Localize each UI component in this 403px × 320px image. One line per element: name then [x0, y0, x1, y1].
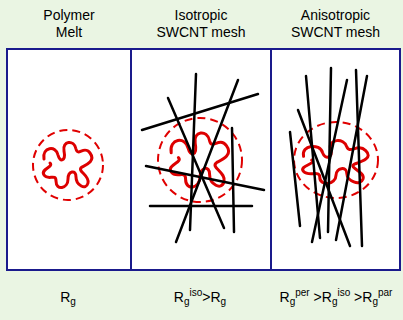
panel: Polymer Melt [7, 0, 131, 270]
radius-label: Rgiso>Rg [174, 288, 226, 306]
radius-label: Rg [60, 288, 76, 306]
panel-heading: Isotropic SWCNT mesh [153, 7, 249, 41]
gyration-circle [33, 130, 103, 200]
gyration-circle [158, 118, 242, 202]
frame [7, 49, 400, 270]
divider [270, 49, 272, 270]
nanotube-mesh [290, 68, 367, 246]
radius-label: Rgper >Rgiso >Rgpar [280, 288, 393, 306]
panel: Anisotropic SWCNT mesh [271, 0, 400, 270]
divider [130, 49, 132, 270]
panel-heading: Polymer Melt [33, 7, 105, 41]
panel: Isotropic SWCNT mesh [131, 0, 271, 270]
polymer-coil [43, 142, 92, 187]
panel-heading: Anisotropic SWCNT mesh [288, 7, 384, 41]
nanotube-mesh [142, 74, 264, 242]
